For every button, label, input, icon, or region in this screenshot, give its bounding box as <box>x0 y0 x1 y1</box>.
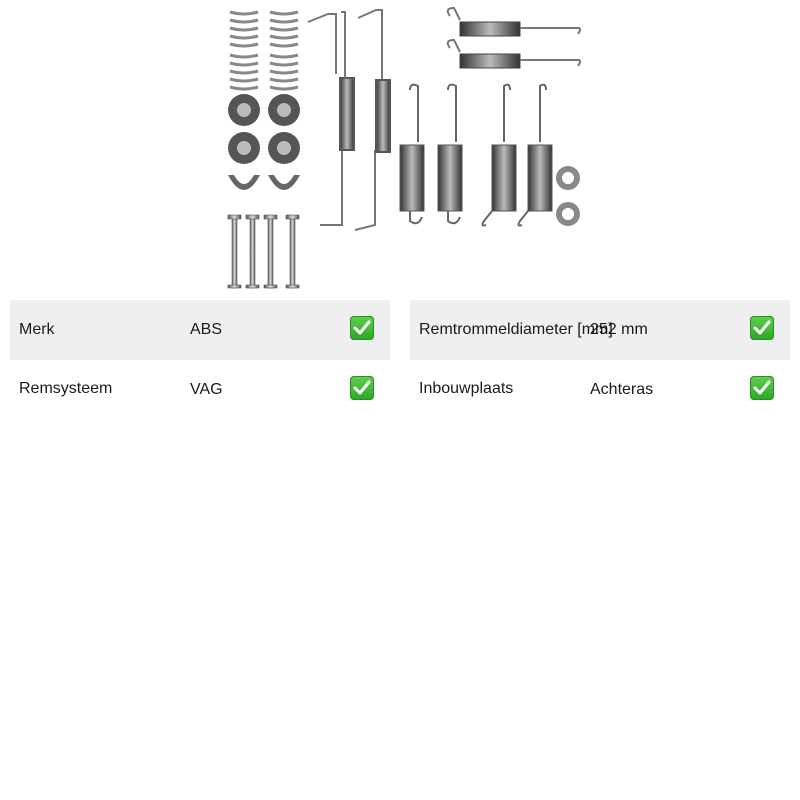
horizontal-springs <box>446 6 581 69</box>
spec-row-inbouwplaats: Inbouwplaats Achteras <box>410 360 790 420</box>
long-return-springs <box>307 9 391 231</box>
hold-down-pins <box>227 214 300 289</box>
spec-row-remtrommeldiameter: Remtrommeldiameter [mm] 252 mm <box>410 300 790 360</box>
product-image <box>227 6 581 289</box>
washers <box>556 166 580 226</box>
spec-row-merk: Merk ABS <box>10 300 390 360</box>
spec-value: VAG <box>190 381 223 398</box>
check-icon <box>350 376 374 400</box>
compression-springs <box>229 10 299 91</box>
spec-label: Remtrommeldiameter [mm] <box>419 321 613 338</box>
spec-row-remsysteem: Remsysteem VAG <box>10 360 390 420</box>
spec-label: Inbouwplaats <box>419 380 514 397</box>
spec-table-left: Merk ABS Remsysteem VAG <box>10 300 390 420</box>
spec-value: 252 mm <box>590 321 648 338</box>
spec-label: Remsysteem <box>19 380 113 397</box>
check-icon <box>350 316 374 340</box>
check-icon <box>750 316 774 340</box>
check-icon <box>750 376 774 400</box>
spec-value: Achteras <box>590 381 654 398</box>
vertical-coil-springs <box>399 83 553 227</box>
retaining-clips <box>228 175 300 190</box>
spec-label: Merk <box>19 321 55 338</box>
spec-table-right: Remtrommeldiameter [mm] 252 mm Inbouwpla… <box>410 300 790 420</box>
spec-value: ABS <box>190 321 223 338</box>
spring-caps <box>228 94 300 164</box>
